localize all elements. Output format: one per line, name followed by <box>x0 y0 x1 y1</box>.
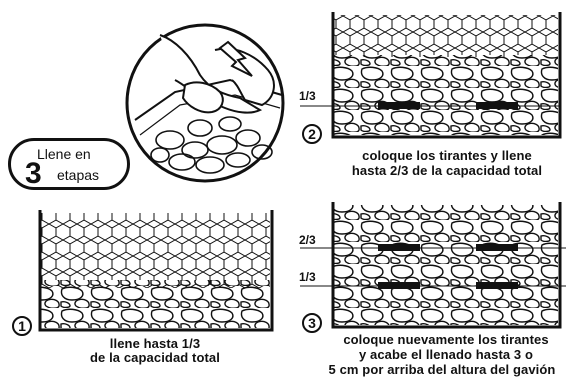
step-3-fraction-bottom: 1/3 <box>299 270 316 284</box>
step-3-caption-line3: 5 cm por arriba del altura del gavión <box>310 362 574 377</box>
step-3-caption-line2: y acabe el llenado hasta 3 o <box>318 347 574 362</box>
step-3-number: 3 <box>302 313 322 333</box>
step-3-fraction-top: 2/3 <box>299 233 316 247</box>
step-3-caption-line1: coloque nuevamente los tirantes <box>318 332 574 347</box>
